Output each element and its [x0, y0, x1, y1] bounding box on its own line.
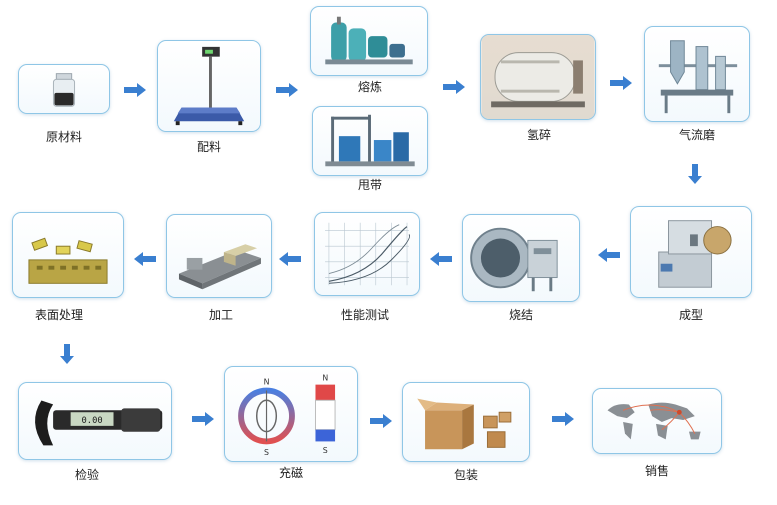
micrometer-icon: 0.00: [35, 400, 163, 446]
smelting-node: [310, 6, 428, 76]
step-label-sales: 销售: [644, 464, 669, 478]
step-label-performance-test: 性能测试: [340, 308, 389, 322]
step-label-packaging: 包装: [453, 468, 478, 482]
strip-casting-machine-icon: [325, 114, 415, 167]
world-map-icon: [607, 402, 701, 440]
flow-arrow: [192, 412, 214, 426]
south-pole-label-bar: S: [323, 446, 328, 455]
step-label-raw-material: 原材料: [45, 130, 82, 144]
press-machine-icon: [658, 220, 732, 288]
step-label-sintering: 烧结: [508, 308, 533, 322]
gauge-reading: 0.00: [82, 416, 103, 426]
flow-arrow: [60, 344, 74, 364]
north-pole-label: N: [264, 378, 270, 387]
flow-arrow: [552, 412, 574, 426]
step-label-forming: 成型: [678, 308, 703, 322]
step-label-jet-milling: 气流磨: [678, 128, 715, 142]
cardboard-boxes-icon: [417, 398, 512, 450]
sales-node: [592, 388, 722, 454]
step-label-magnetizing: 充磁: [278, 466, 303, 480]
flow-arrow: [276, 83, 298, 97]
performance-test-node: [314, 212, 420, 296]
step-label-machining: 加工: [208, 308, 233, 322]
flow-arrow: [688, 164, 702, 184]
inspection-node: 0.00: [18, 382, 172, 460]
strip-casting-node: [312, 106, 428, 176]
step-label-strip-casting: 甩带: [357, 178, 382, 192]
north-pole-label-bar: N: [322, 374, 328, 383]
batching-node: [157, 40, 261, 132]
sintering-node: [462, 214, 580, 302]
flow-arrow: [134, 252, 156, 266]
packaging-node: [402, 382, 530, 462]
jet-milling-node: [644, 26, 750, 122]
hydrogen-furnace-icon: [481, 35, 595, 119]
flow-arrow: [279, 252, 301, 266]
magnet-block-icon: [178, 244, 261, 290]
magnetizing-node: N S N S: [224, 366, 358, 462]
step-label-surface-treatment: 表面处理: [34, 308, 83, 322]
platform-scale-icon: [173, 46, 245, 126]
powder-jar-icon: [52, 73, 76, 107]
machining-node: [166, 214, 272, 298]
flow-arrow: [598, 248, 620, 262]
step-label-batching: 配料: [196, 140, 221, 154]
magnet-poles-icon: N S N S: [238, 374, 336, 457]
flow-arrow: [610, 76, 632, 90]
flow-arrow: [124, 83, 146, 97]
step-label-hydrogen-decrepitation: 氢碎: [526, 128, 551, 142]
step-label-inspection: 检验: [74, 468, 99, 482]
south-pole-label: S: [264, 448, 269, 457]
raw-material-node: [18, 64, 110, 114]
vacuum-furnace-icon: [325, 16, 413, 65]
jet-mill-icon: [658, 40, 738, 114]
flow-arrow: [430, 252, 452, 266]
surface-treatment-node: [12, 212, 124, 298]
hydrogen-decrepitation-node: [480, 34, 596, 120]
demagnetization-curve-icon: [325, 222, 411, 286]
sintering-furnace-icon: [470, 227, 558, 292]
step-label-smelting: 熔炼: [357, 80, 382, 94]
coated-magnets-icon: [28, 237, 108, 284]
flow-arrow: [443, 80, 465, 94]
forming-node: [630, 206, 752, 298]
flow-arrow: [370, 414, 392, 428]
